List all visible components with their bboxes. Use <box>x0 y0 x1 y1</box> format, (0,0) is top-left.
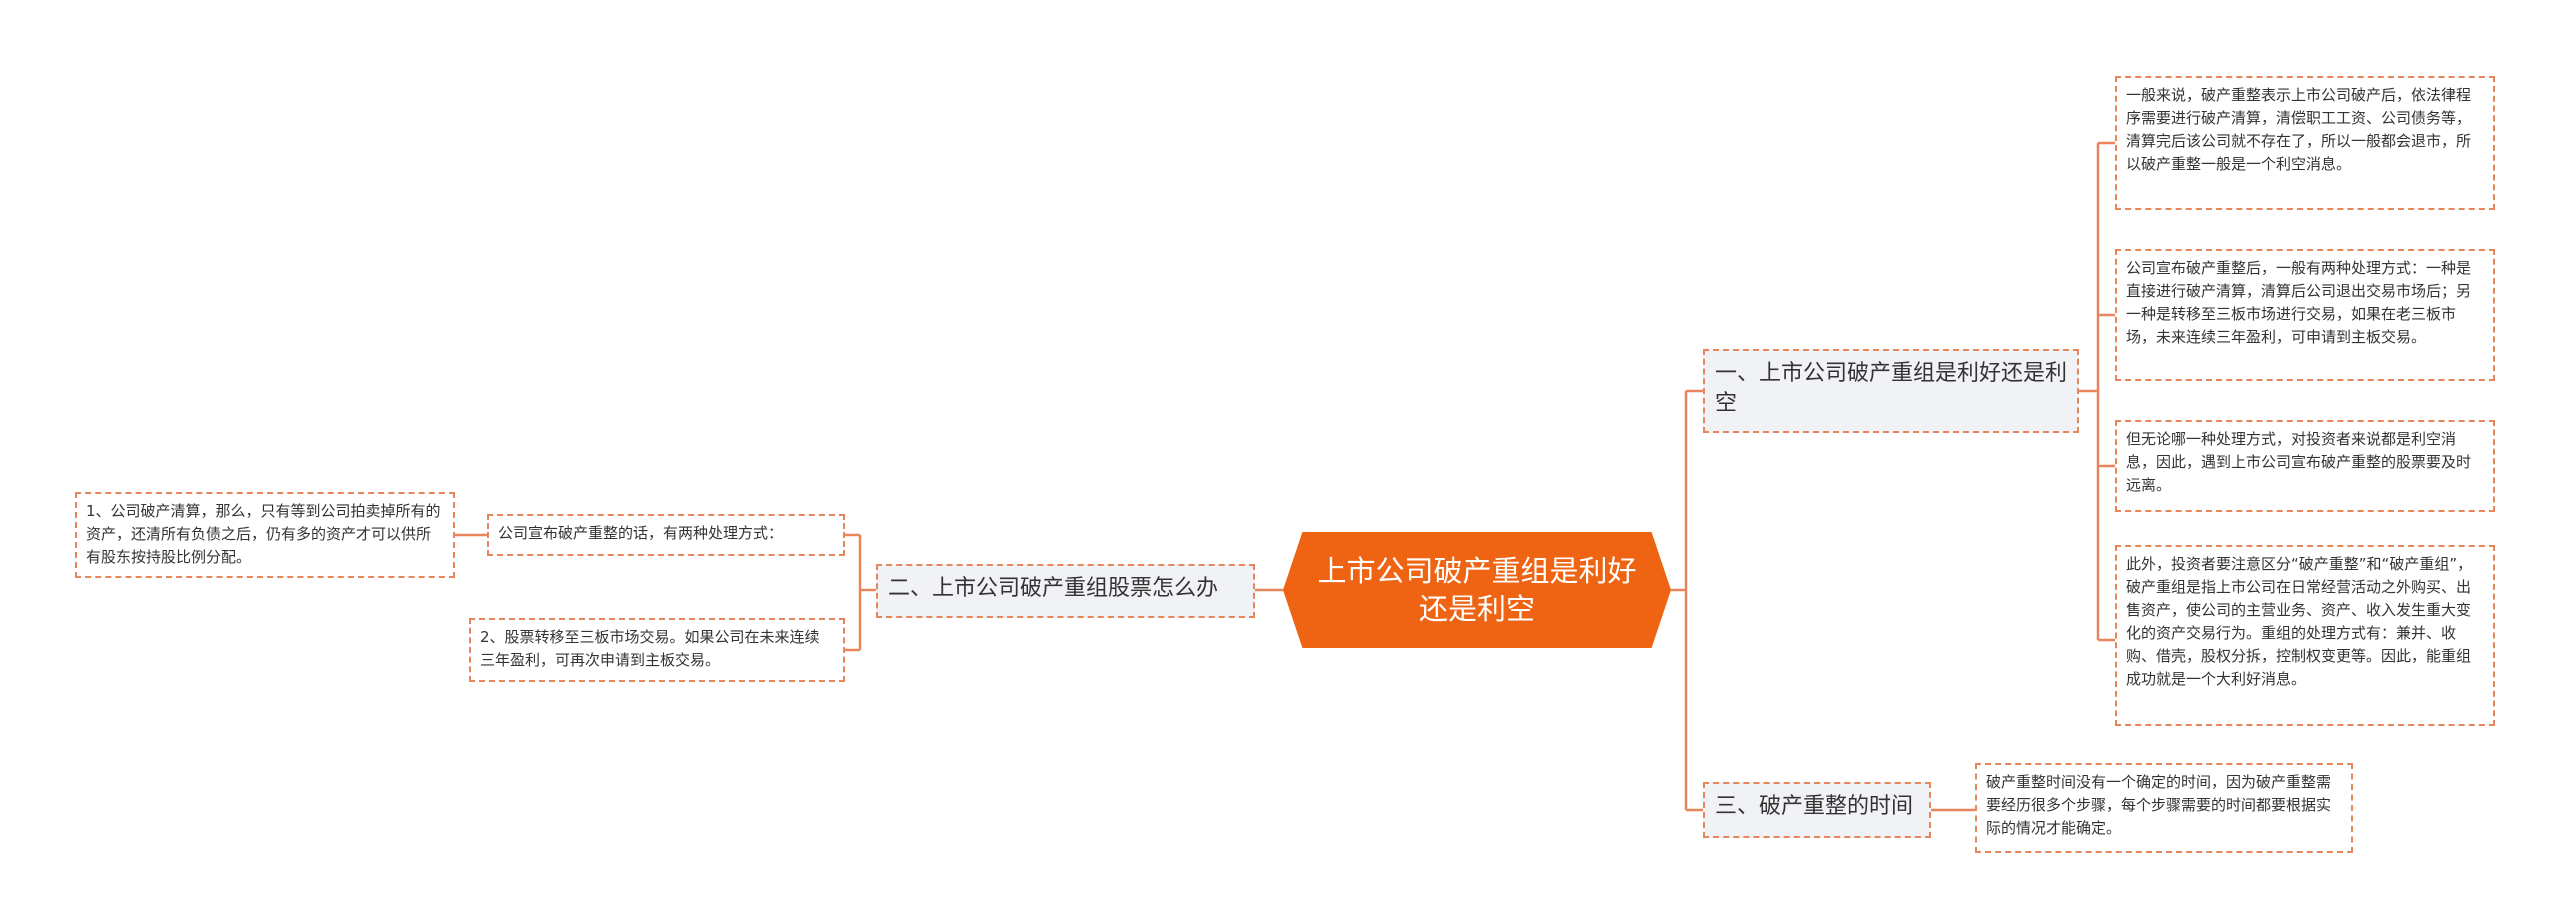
branch-1-leaf-4[interactable]: 此外，投资者要注意区分“破产重整”和“破产重组”，破产重组是指上市公司在日常经营… <box>2115 545 2495 726</box>
branch-1-leaf-1[interactable]: 一般来说，破产重整表示上市公司破产后，依法律程序需要进行破产清算，清偿职工工资、… <box>2115 76 2495 210</box>
branch-1-leaf-2[interactable]: 公司宣布破产重整后，一般有两种处理方式：一种是直接进行破产清算，清算后公司退出交… <box>2115 249 2495 381</box>
leaf-text: 1、公司破产清算，那么，只有等到公司拍卖掉所有的资产，还清所有负债之后，仍有多的… <box>86 502 441 566</box>
central-topic[interactable]: 上市公司破产重组是利好还是利空 <box>1283 532 1671 648</box>
sub-text: 公司宣布破产重整的话，有两种处理方式： <box>498 524 784 542</box>
branch-3-node[interactable]: 三、破产重整的时间 <box>1703 782 1931 838</box>
branch-3-leaf-1[interactable]: 破产重整时间没有一个确定的时间，因为破产重整需要经历很多个步骤，每个步骤需要的时… <box>1975 763 2353 853</box>
branch-2-sub-2[interactable]: 2、股票转移至三板市场交易。如果公司在未来连续三年盈利，可再次申请到主板交易。 <box>469 618 845 682</box>
central-topic-label: 上市公司破产重组是利好还是利空 <box>1317 554 1637 626</box>
leaf-text: 公司宣布破产重整后，一般有两种处理方式：一种是直接进行破产清算，清算后公司退出交… <box>2126 259 2472 346</box>
leaf-text: 但无论哪一种处理方式，对投资者来说都是利空消息，因此，遇到上市公司宣布破产重整的… <box>2126 430 2472 494</box>
branch-3-label: 三、破产重整的时间 <box>1715 794 1914 819</box>
branch-1-label: 一、上市公司破产重组是利好还是利空 <box>1715 361 2068 416</box>
branch-1-leaf-3[interactable]: 但无论哪一种处理方式，对投资者来说都是利空消息，因此，遇到上市公司宣布破产重整的… <box>2115 420 2495 512</box>
branch-2-label: 二、上市公司破产重组股票怎么办 <box>888 576 1219 601</box>
leaf-text: 此外，投资者要注意区分“破产重整”和“破产重组”，破产重组是指上市公司在日常经营… <box>2126 555 2473 688</box>
branch-2-sub-1-leaf[interactable]: 1、公司破产清算，那么，只有等到公司拍卖掉所有的资产，还清所有负债之后，仍有多的… <box>75 492 455 578</box>
branch-2-node[interactable]: 二、上市公司破产重组股票怎么办 <box>876 564 1255 618</box>
sub-text: 2、股票转移至三板市场交易。如果公司在未来连续三年盈利，可再次申请到主板交易。 <box>480 628 820 669</box>
branch-1-node[interactable]: 一、上市公司破产重组是利好还是利空 <box>1703 349 2079 433</box>
branch-2-sub-1[interactable]: 公司宣布破产重整的话，有两种处理方式： <box>487 514 845 556</box>
leaf-text: 一般来说，破产重整表示上市公司破产后，依法律程序需要进行破产清算，清偿职工工资、… <box>2126 86 2472 173</box>
leaf-text: 破产重整时间没有一个确定的时间，因为破产重整需要经历很多个步骤，每个步骤需要的时… <box>1986 773 2332 837</box>
